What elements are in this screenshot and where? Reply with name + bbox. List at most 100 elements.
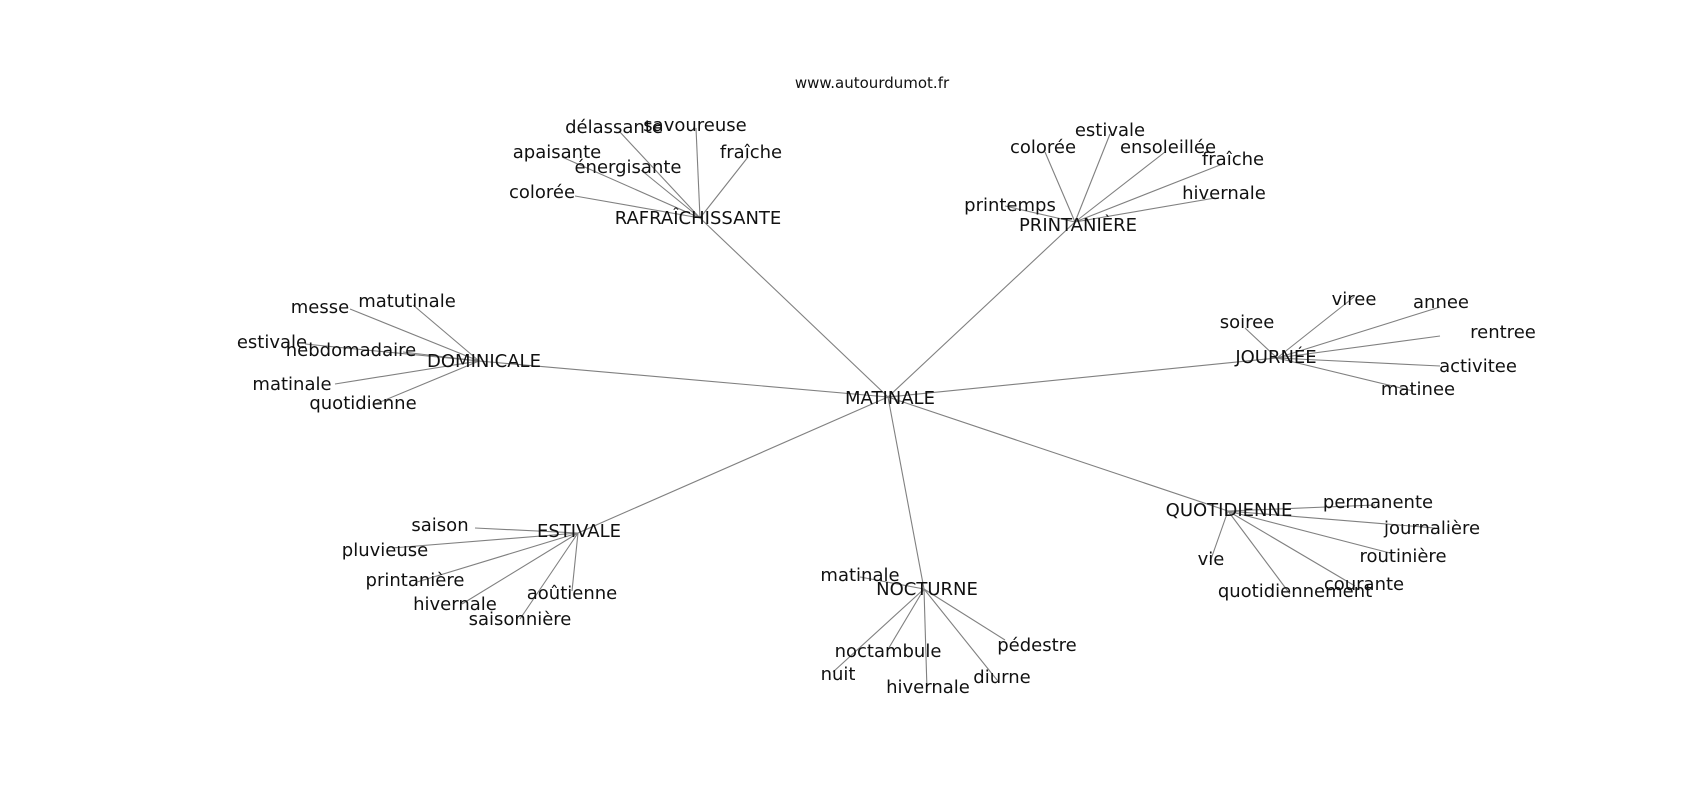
hub-node-estivale[interactable]: ESTIVALE	[537, 521, 621, 542]
leaf-node-printaniere[interactable]: printanière	[366, 570, 465, 591]
leaf-node-diurne[interactable]: diurne	[973, 667, 1030, 688]
leaf-node-hivernale[interactable]: hivernale	[886, 677, 970, 698]
edge-journee-viree	[1276, 296, 1355, 359]
leaf-node-nuit[interactable]: nuit	[821, 664, 856, 685]
edge-printaniere-fraiche	[1074, 164, 1221, 223]
edge-root-nocturne	[887, 396, 925, 590]
edge-root-dominicale	[478, 360, 889, 398]
leaf-node-fraiche[interactable]: fraîche	[720, 142, 782, 163]
edge-printaniere-estivale	[1074, 133, 1111, 223]
leaf-node-pluvieuse[interactable]: pluvieuse	[342, 540, 428, 561]
edge-dominicale-estivale	[304, 343, 480, 362]
edge-dominicale-matutinale	[412, 304, 480, 362]
edge-quotidienne-quotidiennement	[1227, 510, 1291, 595]
edge-rafraichissante-fraiche	[699, 156, 749, 219]
edge-journee-annee	[1276, 306, 1441, 359]
edge-rafraichissante-coloree	[574, 195, 701, 219]
edge-journee-matinee	[1276, 357, 1414, 392]
leaf-node-apaisante[interactable]: apaisante	[513, 142, 601, 163]
edge-root-printaniere	[887, 221, 1076, 398]
leaf-node-quotidienne[interactable]: quotidienne	[309, 393, 416, 414]
leaf-node-matinale[interactable]: matinale	[252, 374, 331, 395]
edge-estivale-hivernale	[461, 532, 579, 605]
hub-node-nocturne[interactable]: NOCTURNE	[876, 579, 978, 600]
edge-root-quotidienne	[887, 396, 1229, 512]
leaf-node-saisonniere[interactable]: saisonnière	[469, 609, 572, 630]
leaf-node-messe[interactable]: messe	[291, 297, 349, 318]
edge-rafraichissante-energisante	[640, 169, 701, 219]
edge-dominicale-hebdomadaire	[402, 351, 480, 362]
edge-estivale-aoutienne	[571, 532, 579, 592]
leaf-node-estivale[interactable]: estivale	[237, 332, 307, 353]
hub-node-rafraichissante[interactable]: RAFRAÎCHISSANTE	[615, 207, 782, 229]
leaf-node-aoutienne[interactable]: aoûtienne	[527, 583, 617, 604]
source-label: www.autourdumot.fr	[795, 74, 950, 92]
edge-root-rafraichissante	[699, 217, 889, 398]
edge-nocturne-nuit	[832, 588, 925, 673]
edge-journee-rentree	[1276, 335, 1441, 359]
edge-rafraichissante-savoureuse	[695, 127, 701, 219]
edge-quotidienne-permanente	[1227, 504, 1376, 512]
leaf-node-printemps[interactable]: printemps	[964, 195, 1056, 216]
edge-nocturne-matinale	[859, 576, 925, 590]
edge-nocturne-diurne	[923, 588, 998, 681]
leaf-node-quotidiennement[interactable]: quotidiennement	[1218, 581, 1372, 602]
edges-layer	[304, 127, 1441, 691]
leaf-node-coloree[interactable]: colorée	[509, 182, 575, 203]
leaf-node-hivernale[interactable]: hivernale	[1182, 183, 1266, 204]
leaf-node-savoureuse[interactable]: savoureuse	[643, 115, 746, 136]
leaf-node-matutinale[interactable]: matutinale	[358, 291, 456, 312]
leaf-node-matinale[interactable]: matinale	[820, 565, 899, 586]
leaf-node-journaliere[interactable]: journalière	[1383, 518, 1480, 539]
leaf-node-soiree[interactable]: soiree	[1220, 312, 1275, 333]
leaf-node-saison[interactable]: saison	[411, 515, 468, 536]
edge-journee-soiree	[1244, 327, 1278, 359]
leaf-node-courante[interactable]: courante	[1324, 574, 1404, 595]
leaf-node-annee[interactable]: annee	[1413, 292, 1469, 313]
hub-node-journee[interactable]: JOURNÉE	[1234, 346, 1316, 368]
leaf-node-activitee[interactable]: activitee	[1439, 356, 1517, 377]
leaf-node-rentree[interactable]: rentree	[1470, 322, 1536, 343]
leaf-node-delassante[interactable]: délassante	[565, 117, 663, 138]
edge-printaniere-coloree	[1044, 151, 1076, 223]
edge-journee-activitee	[1276, 357, 1441, 367]
edge-rafraichissante-apaisante	[561, 156, 701, 219]
edge-estivale-saisonniere	[519, 532, 579, 620]
leaf-node-hivernale[interactable]: hivernale	[413, 594, 497, 615]
root-node[interactable]: MATINALE	[845, 388, 935, 409]
edge-root-journee	[887, 357, 1278, 398]
hub-node-quotidienne[interactable]: QUOTIDIENNE	[1166, 500, 1293, 521]
edge-estivale-pluvieuse	[391, 532, 579, 549]
leaf-node-energisante[interactable]: énergisante	[574, 157, 681, 178]
leaf-node-routiniere[interactable]: routinière	[1359, 546, 1446, 567]
leaf-node-ensoleillee[interactable]: ensoleillée	[1120, 137, 1216, 158]
edge-nocturne-pedestre	[923, 588, 1006, 641]
edge-printaniere-printemps	[1004, 205, 1076, 223]
edge-quotidienne-routiniere	[1227, 510, 1391, 554]
leaf-node-pedestre[interactable]: pédestre	[997, 635, 1077, 656]
edge-quotidienne-journaliere	[1227, 510, 1436, 529]
leaf-node-estivale[interactable]: estivale	[1075, 120, 1145, 141]
edge-estivale-printaniere	[416, 532, 579, 583]
edge-quotidienne-vie	[1209, 510, 1229, 563]
leaf-node-vie[interactable]: vie	[1198, 549, 1225, 570]
edge-dominicale-matinale	[334, 360, 480, 385]
hub-node-printaniere[interactable]: PRINTANIÈRE	[1019, 214, 1137, 236]
leaf-node-permanente[interactable]: permanente	[1323, 492, 1433, 513]
leaf-node-noctambule[interactable]: noctambule	[835, 641, 942, 662]
leaf-node-fraiche[interactable]: fraîche	[1202, 149, 1264, 170]
edge-quotidienne-courante	[1227, 510, 1356, 587]
edge-nocturne-hivernale	[923, 588, 928, 691]
edge-nocturne-noctambule	[886, 588, 925, 652]
edge-printaniere-hivernale	[1074, 197, 1216, 223]
leaf-node-hebdomadaire[interactable]: hebdomadaire	[286, 340, 416, 361]
edge-estivale-saison	[474, 527, 579, 534]
leaf-node-matinee[interactable]: matinee	[1381, 379, 1455, 400]
hub-node-dominicale[interactable]: DOMINICALE	[427, 351, 541, 372]
leaf-node-coloree[interactable]: colorée	[1010, 137, 1076, 158]
edge-printaniere-ensoleillee	[1074, 151, 1166, 223]
leaf-node-viree[interactable]: viree	[1332, 289, 1377, 310]
edge-rafraichissante-delassante	[618, 130, 701, 219]
